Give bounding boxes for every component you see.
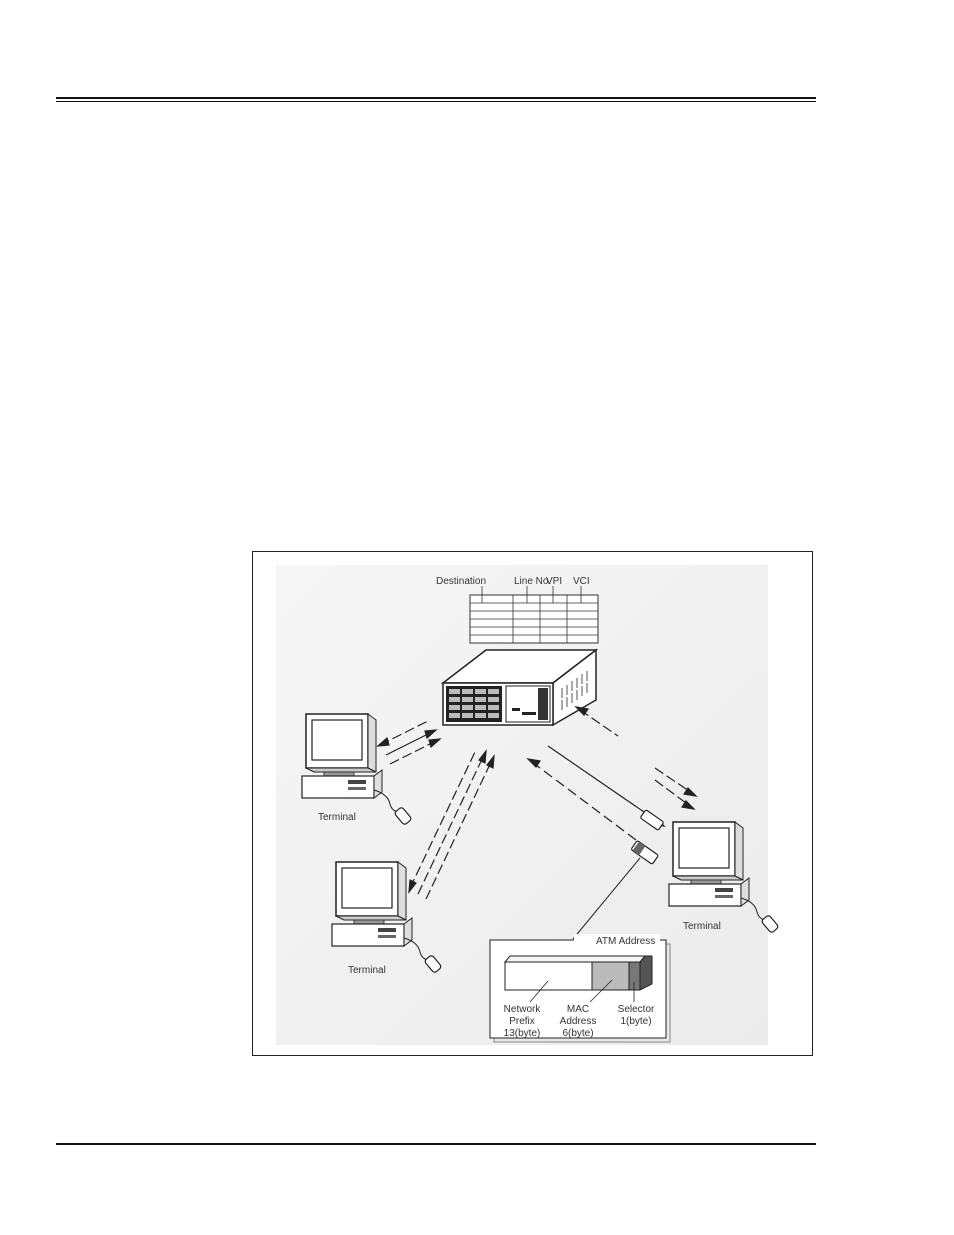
- atm-cell-callout-line: [572, 857, 641, 940]
- routing-table: [469, 586, 599, 644]
- terminal-label-left-top: Terminal: [318, 812, 356, 823]
- link-arrows-top-left: [376, 719, 442, 765]
- segment-label-line: 1(byte): [620, 1016, 651, 1027]
- segment-label-line: Prefix: [509, 1016, 535, 1027]
- atm-cell-lower: [631, 840, 659, 865]
- table-header-vci: VCI: [573, 576, 590, 587]
- atm-cell-upper: [640, 809, 664, 831]
- segment-label-line: Network: [504, 1004, 542, 1015]
- terminal-label-left-bottom: Terminal: [348, 965, 386, 976]
- atm-address-title: ATM Address: [596, 936, 655, 947]
- table-header-line-no: Line No.: [514, 576, 551, 587]
- header-rule-bottom: [56, 101, 816, 102]
- segment-label-network-prefix: Network Prefix 13(byte): [504, 1004, 542, 1039]
- atm-address-panel: [489, 934, 671, 1043]
- table-header-vpi: VPI: [546, 576, 562, 587]
- segment-label-line: 13(byte): [504, 1028, 541, 1039]
- figure-frame: [252, 551, 813, 1056]
- table-header-destination: Destination: [436, 576, 486, 587]
- terminal-label-right: Terminal: [683, 921, 721, 932]
- segment-label-line: Selector: [618, 1004, 655, 1015]
- segment-label-selector: Selector 1(byte): [618, 1004, 655, 1027]
- atm-switch: [440, 648, 599, 727]
- segment-label-line: Address: [560, 1016, 597, 1027]
- segment-label-line: 6(byte): [562, 1028, 593, 1039]
- header-rule-top: [56, 97, 816, 99]
- segment-label-line: MAC: [567, 1004, 589, 1015]
- segment-label-mac-address: MAC Address 6(byte): [560, 1004, 597, 1039]
- footer-rule: [56, 1143, 816, 1145]
- link-arrows-bottom-left: [408, 749, 495, 900]
